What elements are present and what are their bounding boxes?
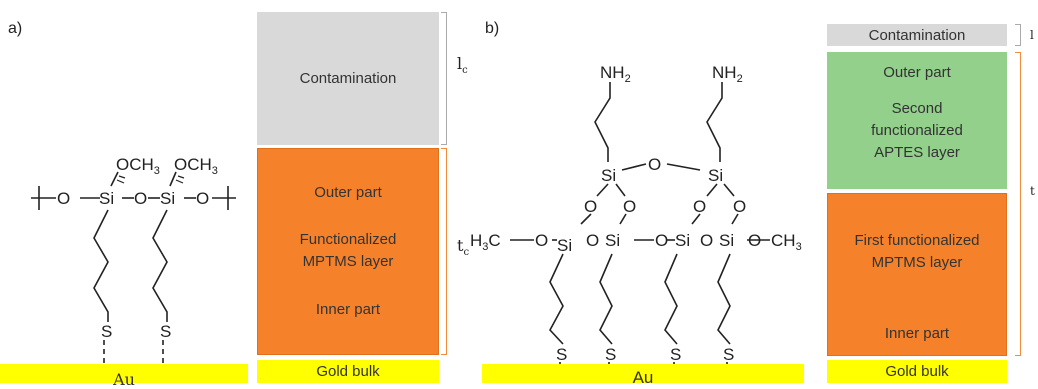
b-methyl-right: CH3 bbox=[771, 231, 802, 253]
b-lc-bracket bbox=[1015, 24, 1021, 46]
b-aptes-label: APTES layer bbox=[874, 144, 960, 161]
panel-b-label: b) bbox=[485, 20, 500, 37]
b-gold-label: Au bbox=[632, 368, 654, 387]
b-oxygen-1: O bbox=[584, 197, 597, 216]
a-functionalized-label: Functionalized bbox=[299, 231, 397, 249]
b-gold-bulk-label: Gold bulk bbox=[885, 363, 949, 380]
b-silicon-top-2: Si bbox=[708, 166, 723, 185]
b-sulfur-1: S bbox=[556, 345, 567, 364]
b-mptms-label: MPTMS layer bbox=[871, 254, 963, 271]
b-contamination-label: Contamination bbox=[868, 26, 966, 44]
a-outer-part-label: Outer part bbox=[314, 183, 382, 201]
b-oxygen-3: O bbox=[693, 197, 706, 216]
b-mptms-box: First functionalized MPTMS layer Inner p… bbox=[827, 193, 1007, 356]
b-silicon-3: Si bbox=[675, 231, 690, 250]
b-silicon-top-1: Si bbox=[601, 166, 616, 185]
b-sulfur-3: S bbox=[670, 345, 681, 364]
b-aptes-box: Outer part Second functionalized APTES l… bbox=[827, 52, 1007, 189]
b-contamination-box: Contamination bbox=[827, 24, 1007, 46]
b-sulfur-2: S bbox=[605, 345, 616, 364]
a-lc-bracket bbox=[441, 12, 447, 145]
b-oxygen-5: O bbox=[586, 231, 599, 250]
b-oxygen-left: O bbox=[535, 231, 548, 250]
b-tc-label: t bbox=[1030, 184, 1035, 198]
b-gold-substrate: Au bbox=[482, 364, 804, 387]
panel-b-molecule: NH2 NH2 Si O Si O O O O H3C O Si O Si O … bbox=[470, 63, 802, 383]
b-amine-2: NH2 bbox=[712, 63, 743, 85]
a-sulfur-1: S bbox=[101, 322, 112, 341]
a-silicon-1: Si bbox=[99, 189, 114, 208]
a-sulfur-2: S bbox=[160, 322, 171, 341]
a-oxygen-left: O bbox=[57, 189, 70, 208]
b-inner-part-label: Inner part bbox=[884, 325, 950, 342]
a-inner-part-label: Inner part bbox=[315, 301, 381, 319]
b-oxygen-4: O bbox=[733, 197, 746, 216]
b-functionalized-label: functionalized bbox=[871, 122, 963, 139]
b-lc-label: l bbox=[1030, 28, 1034, 42]
b-silicon-1: Si bbox=[557, 236, 572, 255]
a-oxygen-mid: O bbox=[134, 189, 147, 208]
a-methoxy-2: OCH3 bbox=[174, 155, 218, 177]
b-sulfur-4: S bbox=[723, 345, 734, 364]
panel-a-label: a) bbox=[8, 20, 23, 37]
a-contamination-box: Contamination bbox=[257, 12, 439, 145]
a-methoxy-1: OCH3 bbox=[116, 155, 160, 177]
a-contamination-label: Contamination bbox=[299, 70, 397, 87]
a-silicon-2: Si bbox=[160, 189, 175, 208]
b-amine-1: NH2 bbox=[600, 63, 631, 85]
b-tc-bracket bbox=[1015, 52, 1021, 356]
b-oxygen-2: O bbox=[623, 197, 636, 216]
a-mptms-box: Outer part Functionalized MPTMS layer In… bbox=[257, 148, 439, 355]
a-mptms-label: MPTMS layer bbox=[302, 253, 394, 271]
b-silicon-4: Si bbox=[719, 231, 734, 250]
b-oxygen-7: O bbox=[700, 231, 713, 250]
b-first-functionalized-label: First functionalized bbox=[854, 232, 980, 249]
a-tc-label: tc bbox=[457, 236, 470, 259]
b-methyl-left: H3C bbox=[470, 231, 501, 253]
a-tc-bracket bbox=[441, 148, 447, 355]
b-silicon-2: Si bbox=[605, 231, 620, 250]
a-oxygen-right: O bbox=[196, 189, 209, 208]
a-gold-substrate: Au bbox=[0, 364, 248, 389]
b-oxygen-6: O bbox=[655, 231, 668, 250]
a-gold-label: Au bbox=[113, 370, 135, 389]
b-oxygen-right: O bbox=[748, 231, 761, 250]
a-gold-bulk-label: Gold bulk bbox=[316, 363, 380, 380]
a-gold-bulk-box: Gold bulk bbox=[257, 360, 439, 383]
b-second-label: Second bbox=[891, 100, 943, 117]
b-outer-part-label: Outer part bbox=[883, 64, 951, 81]
b-oxygen-bridge: O bbox=[648, 155, 661, 174]
b-gold-bulk-box: Gold bulk bbox=[827, 360, 1007, 383]
a-lc-label: lc bbox=[457, 54, 468, 77]
panel-a-molecule: O Si O Si O OCH3 OCH3 S S bbox=[31, 155, 236, 364]
